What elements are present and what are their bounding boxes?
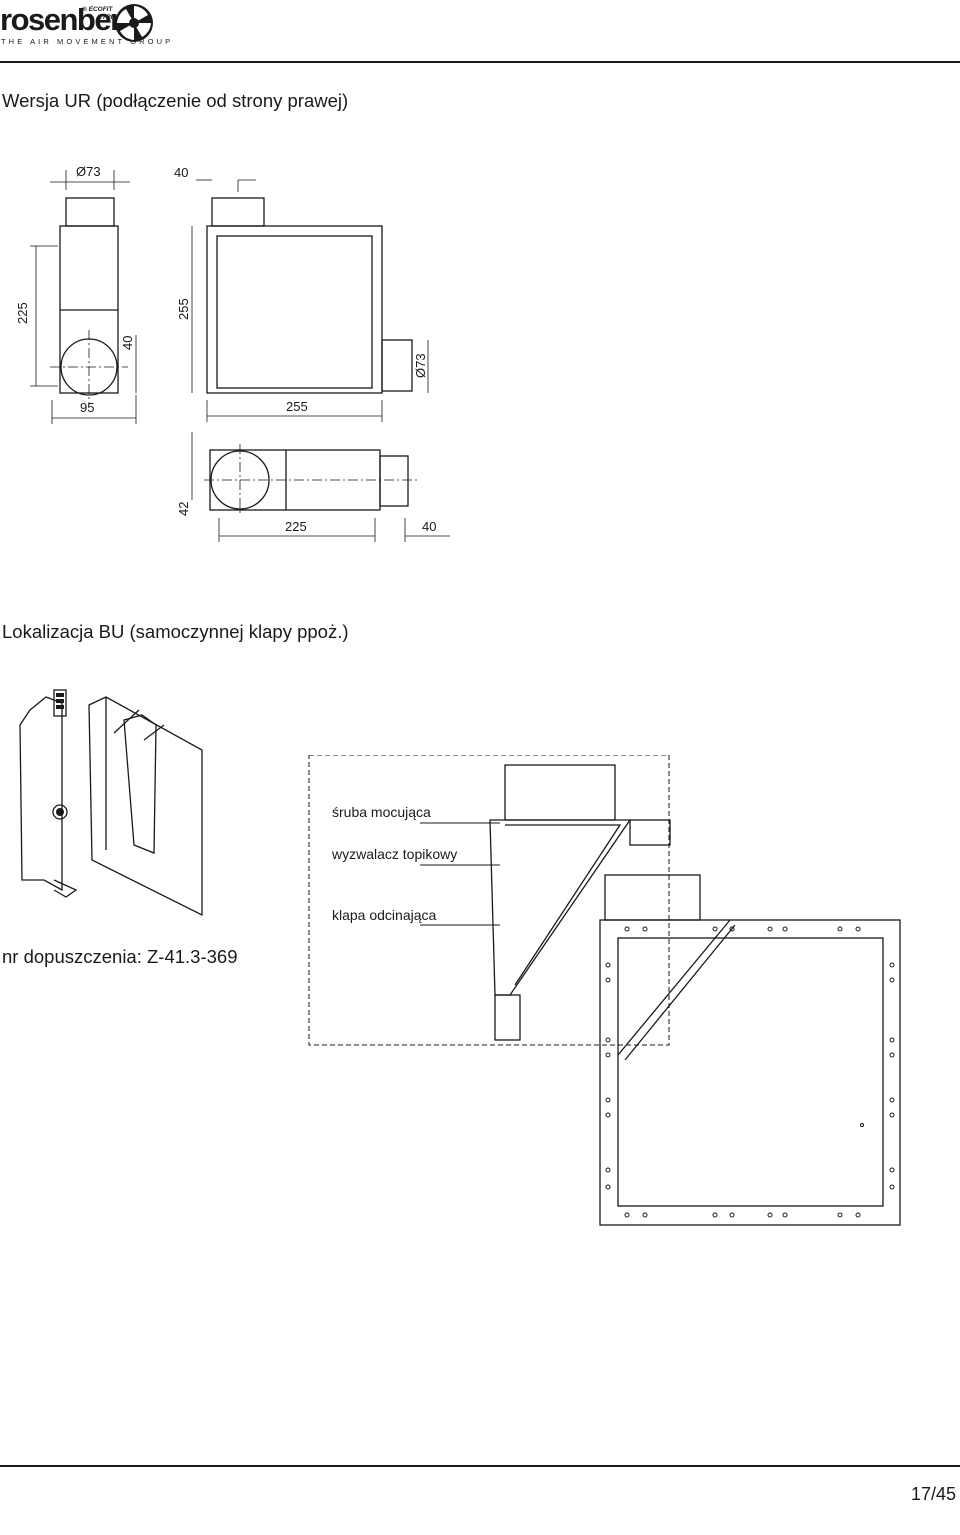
approval-number: nr dopuszczenia: Z-41.3-369 <box>2 946 238 967</box>
logo-ecofit: ECOFIT <box>88 6 113 13</box>
dim-left-height: 225 <box>15 302 30 324</box>
logo-etri: ETRI <box>97 14 113 21</box>
bottom-spigot <box>379 455 409 507</box>
dim-front-width: 255 <box>286 399 308 414</box>
fan-logo-icon <box>115 4 153 42</box>
section-ur-heading: Wersja UR (podłączenie od strony prawej) <box>2 90 349 111</box>
logo-registered-mark: ® <box>82 6 87 13</box>
damper-body <box>489 819 632 996</box>
front-body <box>206 225 383 394</box>
fan-top-housing <box>504 764 616 821</box>
dim-bottom-offset: 40 <box>422 519 436 534</box>
label-flap: klapa odcinająca <box>332 907 437 923</box>
dim-bottom-depth: 42 <box>176 502 191 516</box>
dim-top-offset: 40 <box>174 165 188 180</box>
dim-side-offset: 40 <box>120 336 135 350</box>
footer-rule <box>0 1465 960 1467</box>
page-number: 17/45 <box>910 1484 956 1504</box>
label-trigger: wyzwalacz topikowy <box>331 846 457 862</box>
ur-dimension-drawing: Ø73 40 225 40 255 Ø73 95 255 42 225 40 <box>15 164 450 542</box>
front-spigot <box>211 197 265 227</box>
label-screw: śruba mocująca <box>332 804 431 820</box>
duct-frame-inner <box>617 937 884 1207</box>
front-side-spigot <box>381 339 413 392</box>
spring-screw <box>53 689 67 717</box>
dim-top-left-diameter: Ø73 <box>76 164 101 179</box>
fire-damper-detail-illustration <box>19 689 203 917</box>
side-spigot <box>65 197 115 227</box>
dim-side-width: 95 <box>80 400 94 415</box>
dim-front-height: 255 <box>176 298 191 320</box>
detail-frame-dashed <box>308 755 670 1046</box>
header-rule <box>0 61 960 63</box>
section-bu-heading: Lokalizacja BU (samoczynnej klapy ppoż.) <box>2 621 349 642</box>
duct-spigot <box>604 874 701 921</box>
dim-right-diameter: Ø73 <box>413 353 428 378</box>
dim-bottom-width: 225 <box>285 519 307 534</box>
duct-frame-outer <box>599 919 901 1226</box>
brand-logo-subbrand: ® ECOFIT ETRI <box>82 6 112 22</box>
brand-tagline: THE AIR MOVEMENT GROUP <box>1 37 174 46</box>
front-inner-frame <box>216 235 373 389</box>
fire-damper-section-drawing: śruba mocująca wyzwalacz topikowy klapa … <box>308 755 901 1226</box>
